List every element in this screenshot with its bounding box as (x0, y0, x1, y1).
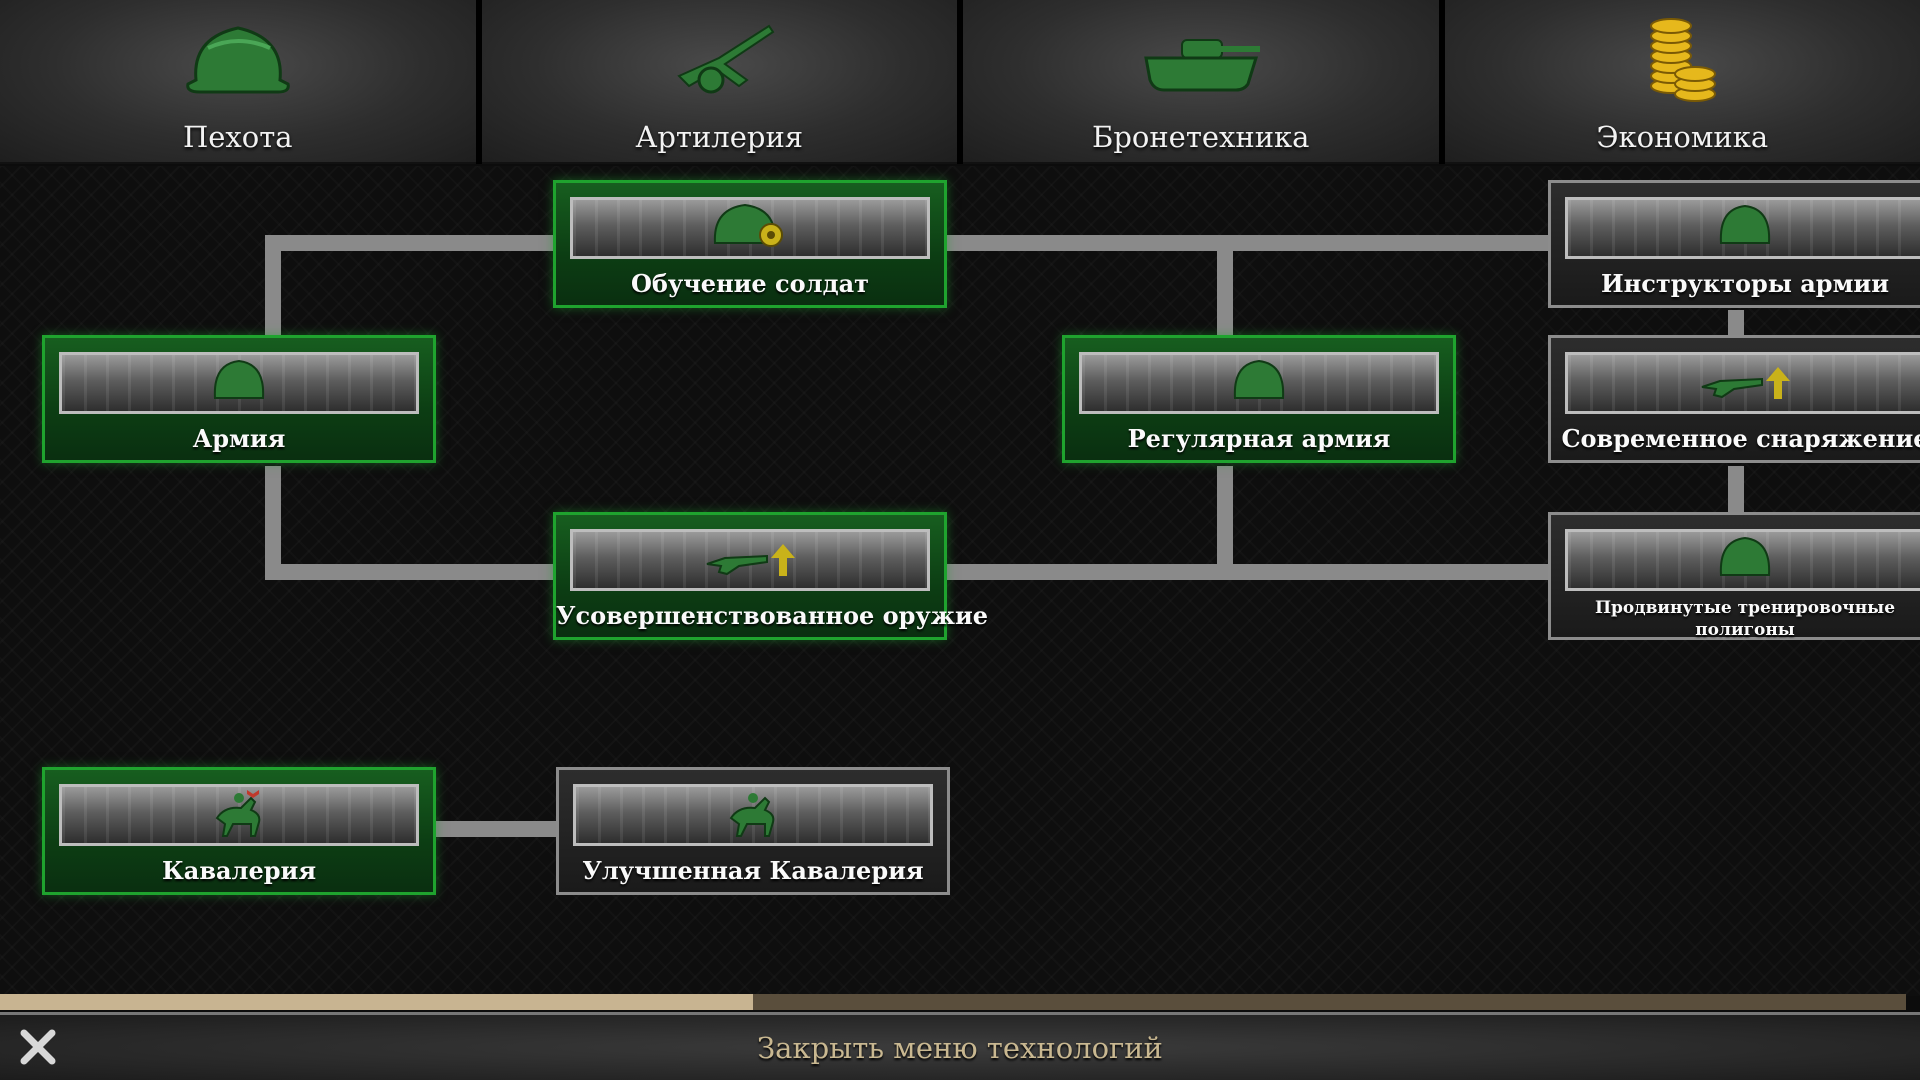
tech-card-regular-army[interactable]: Регулярная армия (1062, 335, 1456, 463)
tab-armor[interactable]: Бронетехника (963, 0, 1439, 164)
connector-line (1217, 235, 1233, 335)
tab-artillery[interactable]: Артилерия (481, 0, 957, 164)
tab-label: Пехота (182, 120, 293, 154)
connector-line (1217, 466, 1233, 580)
tab-infantry[interactable]: Пехота (0, 0, 476, 164)
tech-card-instructors[interactable]: Инструкторы армии (1548, 180, 1920, 308)
connector-line (265, 235, 281, 335)
tech-label: Кавалерия (161, 856, 317, 885)
connector-line (265, 564, 555, 580)
tech-card-improved-cavalry[interactable]: Улучшенная Кавалерия (556, 767, 950, 895)
tab-label: Бронетехника (1092, 120, 1310, 154)
cavalry-icon (211, 788, 267, 842)
rifle-upgrade-icon (1700, 361, 1790, 405)
tech-card-modern-equipment[interactable]: Современное снаряжение (1548, 335, 1920, 463)
helmet-icon (209, 358, 269, 408)
tab-label: Экономика (1596, 120, 1769, 154)
tech-card-cavalry[interactable]: Кавалерия (42, 767, 436, 895)
tech-label: Обучение солдат (630, 269, 870, 298)
category-tabs: Пехота Артилерия Бронетехника (0, 0, 1920, 164)
tab-economy[interactable]: Экономика (1444, 0, 1920, 164)
tech-photo (1565, 352, 1920, 414)
close-tech-menu-button[interactable]: Закрыть меню технологий (757, 1031, 1163, 1065)
tech-card-training[interactable]: Обучение солдат (553, 180, 947, 308)
tab-label: Артилерия (635, 120, 804, 154)
helmet-icon (1229, 358, 1289, 408)
rifle-upgrade-icon (705, 538, 795, 582)
cavalry-icon (725, 788, 781, 842)
connector-line (1728, 310, 1744, 336)
tech-label: Усовершенствованное оружие (556, 601, 989, 630)
tech-label: Армия (192, 424, 286, 453)
tech-label: Регулярная армия (1127, 424, 1391, 453)
tech-photo (1565, 529, 1920, 591)
tech-card-improved-weapons[interactable]: Усовершенствованное оружие (553, 512, 989, 640)
tech-label: Продвинутые тренировочные полигоны (1594, 598, 1896, 640)
helmet-icon (1715, 203, 1775, 253)
tech-card-advanced-ranges[interactable]: Продвинутые тренировочные полигоны (1548, 512, 1920, 640)
tech-photo (59, 352, 419, 414)
tech-card-army[interactable]: Армия (42, 335, 436, 463)
artillery-icon (659, 18, 779, 102)
tank-icon (1136, 18, 1266, 102)
helmet-icon (1715, 535, 1775, 585)
tech-label: Улучшенная Кавалерия (582, 856, 924, 885)
helmet-icon (178, 18, 298, 102)
coins-icon (1637, 18, 1727, 110)
tech-photo (570, 197, 930, 259)
tech-photo (570, 529, 930, 591)
tech-photo (573, 784, 933, 846)
connector-line (265, 466, 281, 566)
tech-photo (1565, 197, 1920, 259)
tech-photo (59, 784, 419, 846)
tech-label: Современное снаряжение (1561, 424, 1920, 453)
research-progress-bar (0, 994, 1906, 1010)
bottom-bar: Закрыть меню технологий (0, 1012, 1920, 1080)
close-icon[interactable] (18, 1025, 58, 1069)
research-progress-fill (0, 994, 753, 1010)
connector-line (945, 564, 1550, 580)
tech-photo (1079, 352, 1439, 414)
helmet-gear-icon (705, 201, 795, 255)
connector-line (434, 821, 558, 837)
connector-line (1728, 466, 1744, 512)
tech-label: Инструкторы армии (1600, 269, 1890, 298)
connector-line (945, 235, 1550, 251)
connector-line (265, 235, 555, 251)
